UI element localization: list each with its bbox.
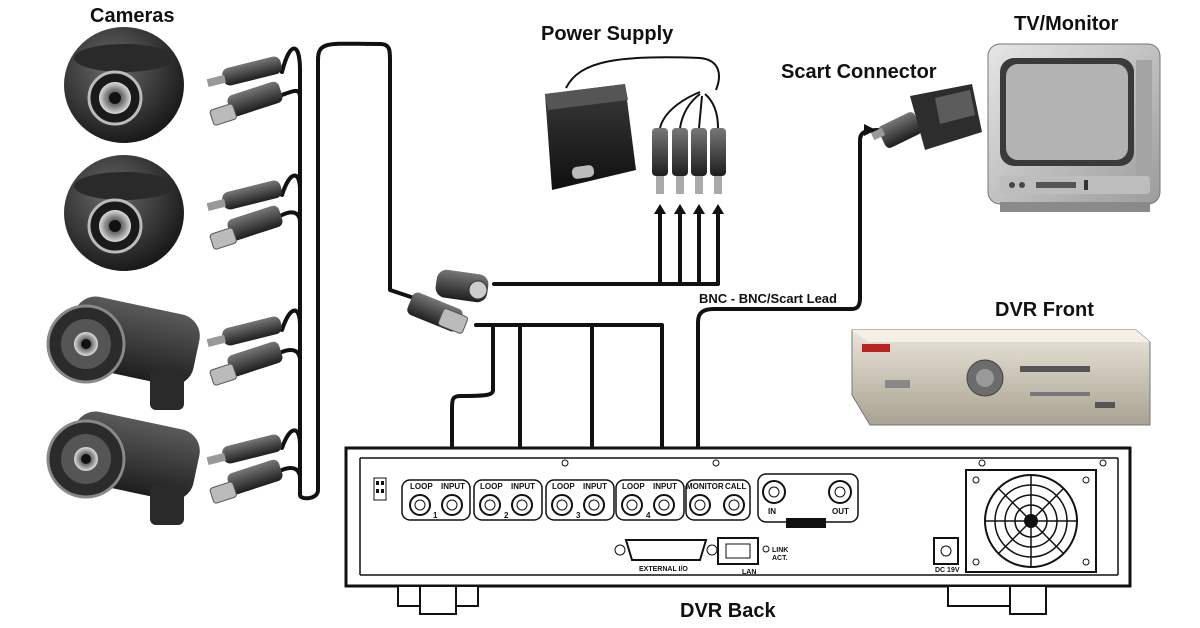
- power-supply-unit: [545, 84, 636, 190]
- audio-in-out-ports: IN OUT: [757, 473, 859, 528]
- bnc-port-group-3: LOOP INPUT 3: [545, 479, 615, 521]
- dvr-front-label: DVR Front: [995, 299, 1094, 321]
- junction-plugs: [407, 269, 489, 334]
- call-port-label: CALL: [725, 482, 746, 491]
- power-supply-label: Power Supply: [541, 23, 674, 45]
- out-port-label: OUT: [832, 507, 849, 516]
- cooling-fan-grille: [965, 469, 1097, 573]
- bnc-port-group-2: LOOP INPUT 2: [473, 479, 543, 521]
- bnc-port-group-1: LOOP INPUT 1: [401, 479, 471, 521]
- channel-number-1: 1: [433, 511, 438, 520]
- dome-camera-1: [64, 27, 184, 143]
- channel-number-3: 3: [576, 511, 581, 520]
- external-io-port: EXTERNAL I/O: [614, 539, 718, 573]
- scart-connector-label: Scart Connector: [781, 61, 937, 83]
- lan-port: LAN LINK ACT.: [717, 537, 788, 576]
- lan-label: LAN: [742, 569, 756, 576]
- scart-connector: [870, 84, 982, 150]
- link-label: LINK: [772, 547, 788, 554]
- power-splitter-plugs: [652, 128, 726, 194]
- monitor-port-label: MONITOR: [686, 482, 724, 491]
- camera-plugs: [206, 56, 283, 504]
- input-label-2: INPUT: [511, 482, 535, 491]
- bnc-scart-lead-label: BNC - BNC/Scart Lead: [699, 291, 837, 306]
- bullet-camera-2: [46, 411, 200, 525]
- dc-power-jack: DC 19V: [933, 537, 960, 574]
- dc-label: DC 19V: [935, 567, 960, 574]
- external-io-label: EXTERNAL I/O: [639, 566, 688, 573]
- channel-number-4: 4: [646, 511, 651, 520]
- act-label: ACT.: [772, 555, 788, 562]
- bullet-camera-1: [46, 296, 200, 410]
- loop-label-1: LOOP: [410, 482, 433, 491]
- channel-number-2: 2: [504, 511, 509, 520]
- dvr-front-unit: [851, 329, 1151, 426]
- input-label-1: INPUT: [441, 482, 465, 491]
- loop-label-3: LOOP: [552, 482, 575, 491]
- cable-paths: [280, 41, 882, 501]
- loop-label-4: LOOP: [622, 482, 645, 491]
- input-label-4: INPUT: [653, 482, 677, 491]
- loop-label-2: LOOP: [480, 482, 503, 491]
- tv-monitor: [987, 43, 1161, 212]
- cameras-label: Cameras: [90, 5, 175, 27]
- dome-camera-2: [64, 155, 184, 271]
- tv-monitor-label: TV/Monitor: [1014, 13, 1119, 35]
- input-label-3: INPUT: [583, 482, 607, 491]
- in-port-label: IN: [768, 507, 776, 516]
- bnc-port-group-4: LOOP INPUT 4: [615, 479, 685, 521]
- dvr-back-label: DVR Back: [680, 600, 776, 622]
- monitor-call-ports: MONITOR CALL: [685, 479, 751, 521]
